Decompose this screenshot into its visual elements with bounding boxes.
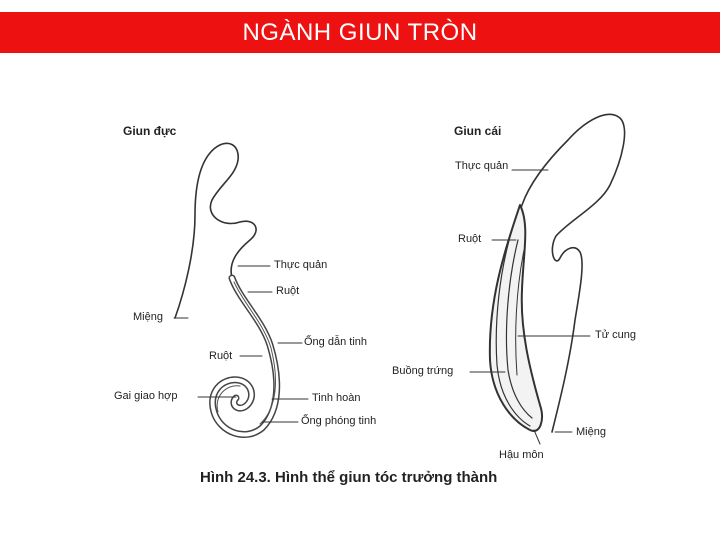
male-label-ruot-top: Ruột — [276, 285, 300, 297]
female-worm-front — [505, 113, 626, 433]
female-label-ruot: Ruột — [458, 233, 482, 245]
male-label-ong-dan-tinh: Ống dẫn tinh — [304, 336, 367, 348]
title-bar: NGÀNH GIUN TRÒN — [0, 12, 720, 53]
male-worm-front — [174, 142, 257, 319]
male-label-ong-phong-tinh: Ống phóng tinh — [301, 415, 377, 427]
female-label-mieng: Miệng — [576, 426, 606, 438]
figure-caption: Hình 24.3. Hình thể giun tóc trưởng thàn… — [200, 469, 498, 486]
male-heading: Giun đực — [123, 124, 177, 138]
male-label-ruot-left: Ruột — [209, 350, 233, 362]
female-label-buong-trung: Buồng trứng — [392, 365, 454, 377]
female-label-hau-mon: Hậu môn — [499, 449, 544, 461]
male-label-tinh-hoan: Tinh hoàn — [312, 392, 361, 404]
male-label-thuc-quan: Thực quản — [274, 259, 328, 271]
male-label-mieng: Miệng — [133, 311, 163, 323]
female-label-tu-cung: Tử cung — [595, 329, 636, 341]
female-label-thuc-quan: Thực quản — [455, 160, 509, 172]
page-title: NGÀNH GIUN TRÒN — [242, 18, 478, 46]
male-label-gai-giao-hop: Gai giao hợp — [114, 390, 178, 402]
female-heading: Giun cái — [454, 124, 502, 138]
